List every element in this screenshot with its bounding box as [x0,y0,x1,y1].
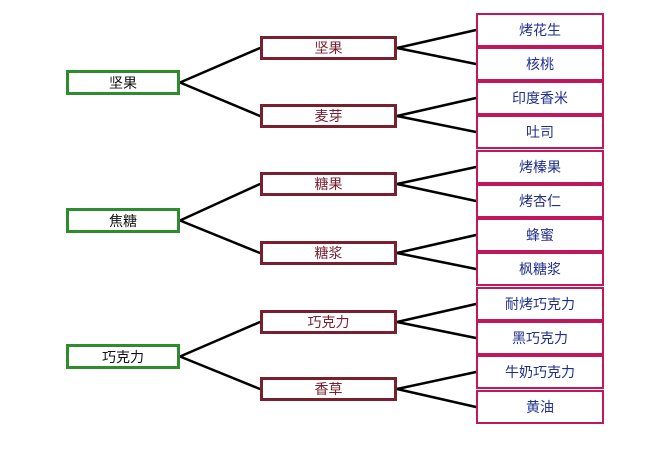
connector-root-2-branch-4 [178,320,262,358]
leaf-node-roasted-almond: 烤杏仁 [476,184,604,218]
branch-node-malt: 麦芽 [260,104,397,128]
connector-root-0-branch-1 [178,81,262,118]
branch-node-syrup: 糖浆 [260,241,397,265]
connector-branch-0-leaf-1 [395,46,478,66]
connector-branch-3-leaf-7 [395,251,478,271]
leaf-node-toast: 吐司 [476,115,604,149]
leaf-node-roasted-peanut: 烤花生 [476,13,604,47]
leaf-node-maple-syrup: 枫糖浆 [476,252,604,286]
leaf-node-honey: 蜂蜜 [476,218,604,252]
leaf-node-dark-chocolate: 黑巧克力 [476,321,604,355]
connector-branch-5-leaf-11 [395,387,478,409]
root-node-nuts: 坚果 [66,70,180,95]
connector-branch-1-leaf-2 [395,96,478,118]
connector-branch-1-leaf-3 [395,114,478,134]
branch-node-candy: 糖果 [260,172,397,196]
connector-branch-2-leaf-5 [395,182,478,203]
leaf-node-milk-chocolate: 牛奶巧克力 [476,355,604,389]
connector-branch-5-leaf-10 [395,370,478,391]
root-node-chocolate: 巧克力 [66,344,180,369]
leaf-node-butter: 黄油 [476,390,604,424]
connector-root-1-branch-3 [178,219,262,255]
connector-branch-2-leaf-4 [395,165,478,186]
connector-branch-0-leaf-0 [395,28,478,50]
connector-branch-3-leaf-6 [395,233,478,255]
branch-node-vanilla: 香草 [260,377,397,401]
branch-node-nuts: 坚果 [260,36,397,60]
leaf-node-walnut: 核桃 [476,47,604,81]
leaf-node-roasted-hazelnut: 烤榛果 [476,150,604,184]
branch-node-chocolate: 巧克力 [260,310,397,334]
connector-branch-4-leaf-8 [395,302,478,324]
connector-branch-4-leaf-9 [395,320,478,340]
connector-root-2-branch-5 [178,355,262,391]
leaf-node-baking-chocolate: 耐烤巧克力 [476,287,604,321]
root-node-caramel: 焦糖 [66,208,180,233]
connector-root-1-branch-2 [178,182,262,222]
connector-root-0-branch-0 [178,46,262,84]
leaf-node-basmati-rice: 印度香米 [476,81,604,115]
